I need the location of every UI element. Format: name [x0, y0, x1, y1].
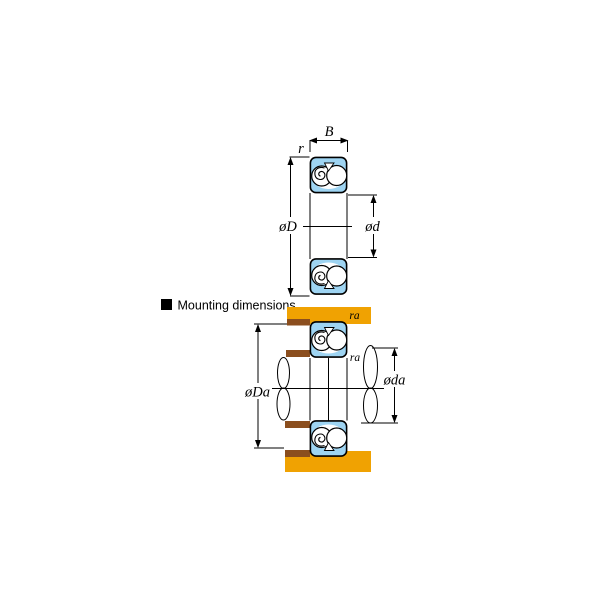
mounting-dimensions-diagram: ra ra øDa øda: [243, 307, 407, 472]
shaft-ellipse-left-upper: [277, 357, 290, 389]
section-title: Mounting dimensions: [178, 299, 296, 313]
dim-label-chamfer-r: r: [298, 141, 304, 157]
dim-label-da: øda: [383, 373, 406, 389]
shaft-contour: [272, 345, 384, 424]
shaft-ellipse-right-upper: [363, 345, 378, 389]
shaft-ellipse-left-lower: [276, 387, 291, 421]
mounted-bearing-block-upper: [309, 321, 348, 358]
bearing-block-lower: [309, 258, 348, 295]
dim-outer-diameter: øD: [275, 157, 310, 297]
label-fillet-ra-housing: ra: [349, 310, 359, 322]
dim-r: r: [289, 141, 310, 158]
mounted-bearing-block-lower: [309, 420, 348, 457]
top-bearing-cross-section: B r øD ød: [275, 124, 385, 297]
shaft-shoulder-bottom-upper: [285, 421, 310, 428]
dim-bore-diameter: ød: [348, 194, 385, 258]
dim-shaft-shoulder-diameter: øda: [361, 347, 407, 424]
housing-shoulder-bottom-lower: [285, 450, 310, 457]
dim-label-Da: øDa: [244, 385, 270, 401]
shaft-ellipse-right-lower: [363, 387, 378, 424]
dim-label-outer-diameter: øD: [278, 219, 297, 235]
housing-shoulder-top-upper: [287, 319, 310, 326]
dim-housing-shoulder-diameter: øDa: [243, 323, 287, 449]
label-fillet-ra-shaft: ra: [350, 352, 360, 364]
dim-B: B: [309, 124, 349, 152]
dim-label-bore-diameter: ød: [364, 219, 380, 235]
shaft-shoulder-top-lower: [286, 350, 310, 357]
bearing-block-upper: [309, 156, 348, 194]
dim-label-width-B: B: [325, 124, 334, 140]
section-bullet-icon: [161, 299, 172, 310]
section-header: Mounting dimensions: [161, 299, 296, 313]
